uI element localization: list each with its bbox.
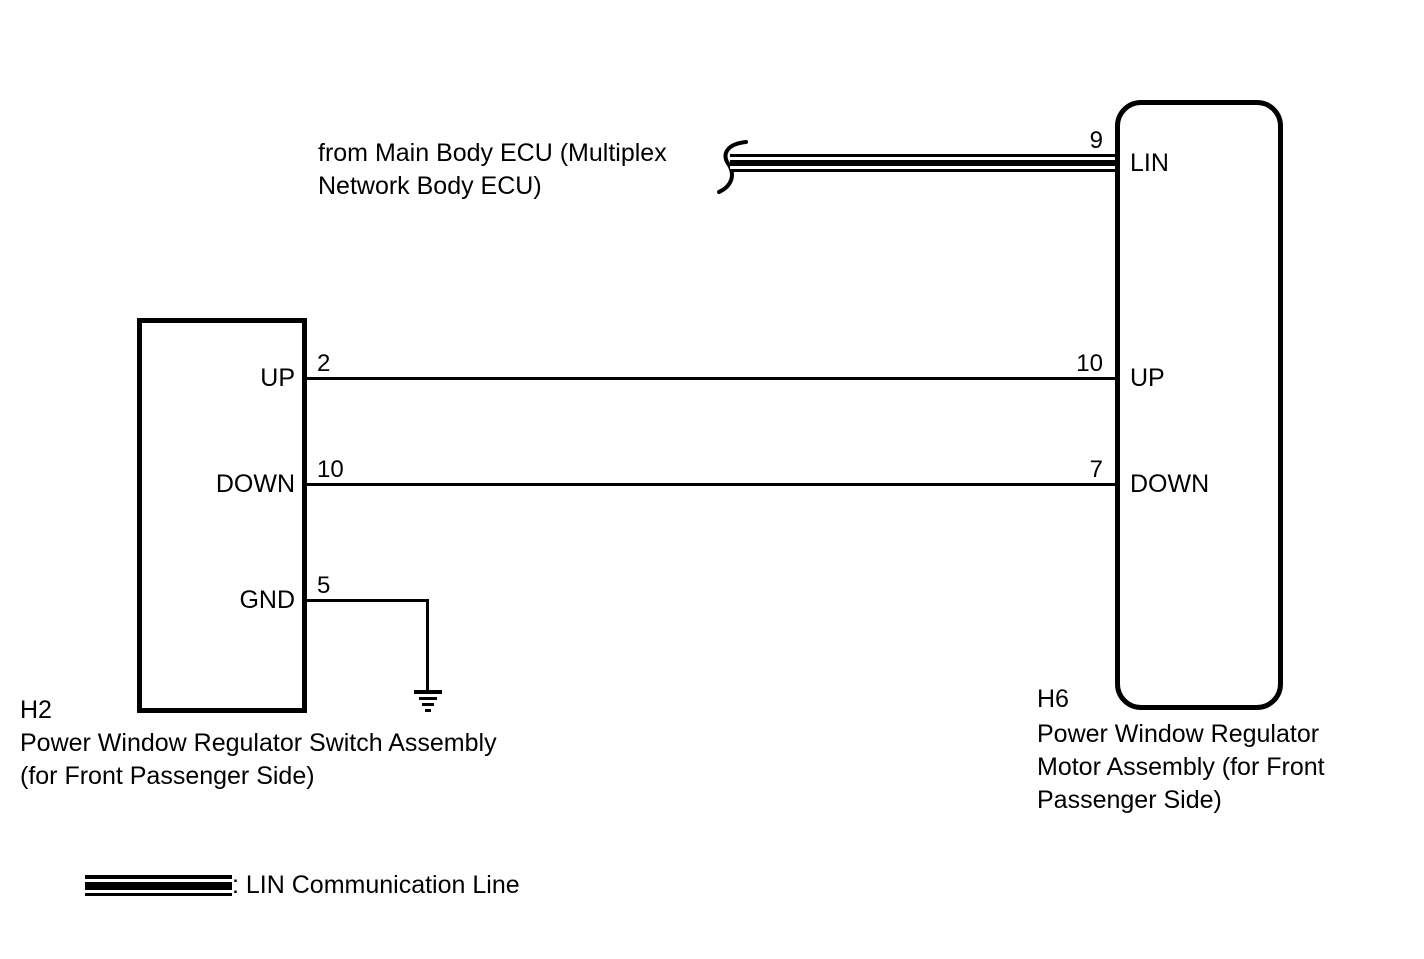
down-wire <box>307 483 1115 486</box>
up-wire <box>307 377 1115 380</box>
motor-port-up: UP <box>1130 364 1165 392</box>
ground-wire-horizontal <box>307 599 429 602</box>
motor-pin-number-down: 7 <box>1089 456 1103 483</box>
switch-pin-number-gnd: 5 <box>317 572 331 599</box>
ground-symbol-bar <box>425 709 431 712</box>
ground-symbol-bar <box>422 703 434 706</box>
motor-port-down: DOWN <box>1130 470 1210 498</box>
motor-assembly-box <box>1115 100 1283 710</box>
switch-port-down: DOWN <box>215 470 295 498</box>
legend-lin-line-swatch <box>85 875 232 896</box>
ground-wire-vertical <box>426 599 429 692</box>
wire-break-squiggle-icon <box>717 140 748 194</box>
ground-symbol-icon <box>414 690 442 694</box>
legend-label: : LIN Communication Line <box>232 871 520 899</box>
switch-port-gnd: GND <box>239 586 295 614</box>
motor-assembly-id: H6 <box>1037 685 1069 713</box>
ground-symbol-bar <box>419 697 437 700</box>
switch-assembly-name: Power Window Regulator Switch Assembly (… <box>20 729 497 790</box>
switch-assembly-box <box>137 318 307 713</box>
motor-assembly-name: Power Window Regulator Motor Assembly (f… <box>1037 720 1325 814</box>
switch-pin-number-down: 10 <box>317 456 344 483</box>
switch-pin-number-up: 2 <box>317 350 331 377</box>
switch-port-up: UP <box>260 364 295 392</box>
lin-communication-wire <box>730 154 1115 172</box>
motor-port-lin: LIN <box>1130 149 1169 177</box>
motor-pin-number-up: 10 <box>1076 350 1103 377</box>
motor-pin-number-lin: 9 <box>1089 127 1103 154</box>
source-ecu-note: from Main Body ECU (Multiplex Network Bo… <box>318 139 667 200</box>
switch-assembly-id: H2 <box>20 696 52 724</box>
